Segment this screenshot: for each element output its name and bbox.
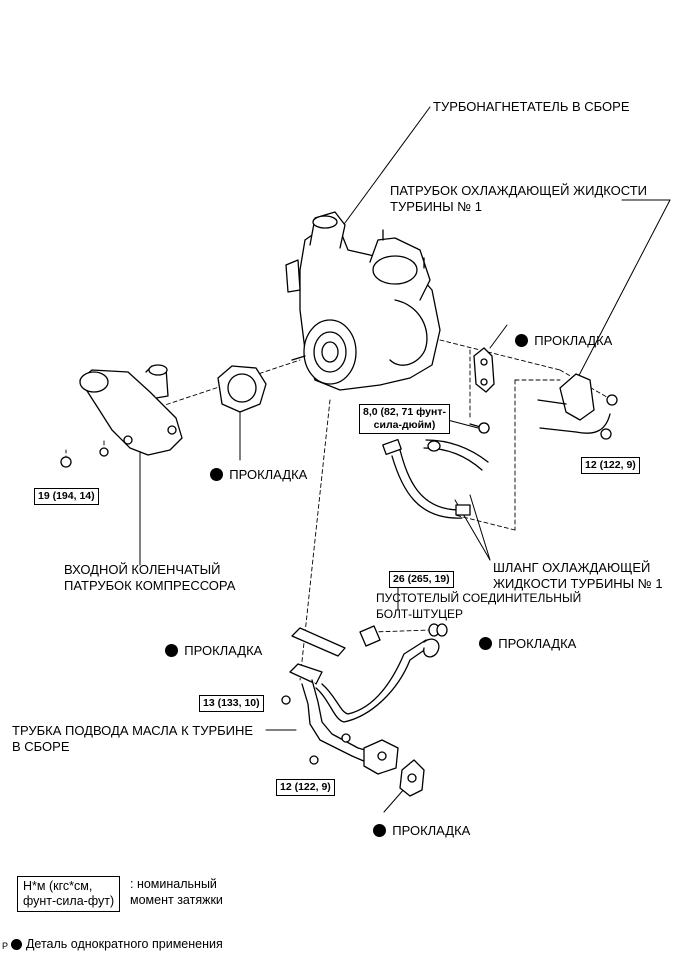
torque-box-13: 13 (133, 10) bbox=[199, 695, 264, 712]
gasket-label-text: ПРОКЛАДКА bbox=[392, 823, 471, 838]
page-marker: P bbox=[2, 941, 9, 951]
label-gasket-inlet: ПРОКЛАДКА bbox=[203, 451, 307, 483]
single-use-mark bbox=[165, 644, 179, 657]
label-union-bolt: ПУСТОТЕЛЫЙ СОЕДИНИТЕЛЬНЫЙ БОЛТ-ШТУЦЕР bbox=[376, 591, 582, 621]
label-inlet-elbow: ВХОДНОЙ КОЛЕНЧАТЫЙ ПАТРУБОК КОМПРЕССОРА bbox=[64, 562, 236, 593]
legend-single-use-text: Деталь однократного применения bbox=[25, 937, 223, 951]
oil-pipe-assy bbox=[281, 623, 448, 797]
label-coolant-hose: ШЛАНГ ОХЛАЖДАЮЩЕЙ ЖИДКОСТИ ТУРБИНЫ № 1 bbox=[493, 560, 663, 591]
bolts bbox=[478, 422, 490, 434]
label-oil-pipe: ТРУБКА ПОДВОДА МАСЛА К ТУРБИНЕ В СБОРЕ bbox=[12, 723, 254, 754]
torque-box-26: 26 (265, 19) bbox=[389, 571, 454, 588]
gasket-label-text: ПРОКЛАДКА bbox=[184, 643, 263, 658]
single-use-mark bbox=[210, 468, 224, 481]
single-use-mark bbox=[479, 637, 493, 650]
legend-unit-desc: : номинальный момент затяжки bbox=[130, 877, 223, 907]
legend-single-use: Деталь однократного применения bbox=[4, 920, 223, 952]
legend-unit-box: Н*м (кгс*см, фунт-сила-фут) bbox=[17, 876, 121, 912]
torque-box-8-0: 8,0 (82, 71 фунт- сила-дюйм) bbox=[359, 404, 450, 434]
single-use-mark bbox=[515, 334, 529, 347]
torque-box-12-right: 12 (122, 9) bbox=[581, 457, 640, 474]
coolant-pipe-no1 bbox=[537, 373, 618, 440]
label-turbo-assy: ТУРБОНАГНЕТАТЕЛЬ В СБОРЕ bbox=[433, 99, 630, 114]
label-gasket-union: ПРОКЛАДКА bbox=[472, 620, 576, 652]
torque-box-19: 19 (194, 14) bbox=[34, 488, 99, 505]
gasket-label-text: ПРОКЛАДКА bbox=[534, 333, 613, 348]
turbocharger bbox=[285, 211, 441, 391]
single-use-mark bbox=[373, 824, 387, 837]
gasket-label-text: ПРОКЛАДКА bbox=[229, 467, 308, 482]
gasket-coolant bbox=[473, 347, 495, 393]
label-gasket-oil-upper: ПРОКЛАДКА bbox=[158, 627, 262, 659]
gasket-label-text: ПРОКЛАДКА bbox=[498, 636, 577, 651]
torque-box-12-bottom: 12 (122, 9) bbox=[276, 779, 335, 796]
gasket-inlet bbox=[217, 365, 267, 413]
label-gasket-oil-lower: ПРОКЛАДКА bbox=[366, 807, 470, 839]
inlet-elbow bbox=[60, 364, 183, 468]
single-use-mark bbox=[10, 939, 22, 950]
label-coolant-pipe: ПАТРУБОК ОХЛАЖДАЮЩЕЙ ЖИДКОСТИ ТУРБИНЫ № … bbox=[390, 183, 648, 214]
label-gasket-coolant: ПРОКЛАДКА bbox=[508, 317, 612, 349]
